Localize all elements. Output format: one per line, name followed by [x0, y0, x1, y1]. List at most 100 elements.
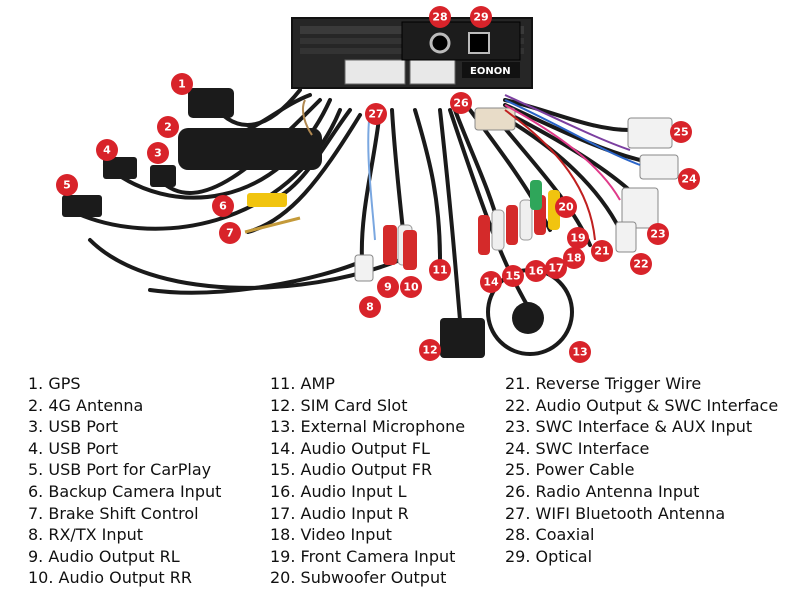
- legend-item: 15. Audio Output FR: [270, 460, 433, 480]
- rxtx-connector: [354, 254, 374, 282]
- badge-22: 22: [630, 253, 652, 275]
- badge-8: 8: [359, 296, 381, 318]
- badge-24: 24: [678, 168, 700, 190]
- svg-text:19: 19: [570, 232, 585, 245]
- badge-29: 29: [470, 6, 492, 28]
- badge-28: 28: [429, 6, 451, 28]
- legend-item: 9. Audio Output RL: [28, 546, 180, 566]
- svg-text:18: 18: [566, 252, 581, 265]
- legend-item: 18. Video Input: [270, 525, 392, 545]
- legend-item: 29. Optical: [505, 546, 593, 566]
- badge-13: 13: [569, 341, 591, 363]
- legend-item: 26. Radio Antenna Input: [505, 481, 700, 501]
- legend-item: 13. External Microphone: [270, 417, 466, 437]
- badge-16: 16: [525, 260, 547, 282]
- legend-item: 8. RX/TX Input: [28, 525, 144, 545]
- legend-item: 20. Subwoofer Output: [270, 568, 447, 588]
- badge-21: 21: [591, 240, 613, 262]
- svg-text:10: 10: [403, 281, 419, 294]
- legend-item: 2. 4G Antenna: [28, 395, 144, 415]
- svg-text:20: 20: [558, 201, 574, 214]
- svg-text:27: 27: [368, 108, 383, 121]
- badge-7: 7: [219, 222, 241, 244]
- front-rca-group: [478, 180, 560, 255]
- legend-item: 3. USB Port: [28, 417, 118, 437]
- svg-text:15: 15: [505, 270, 520, 283]
- svg-text:11: 11: [432, 264, 447, 277]
- legend-item: 16. Audio Input L: [270, 481, 407, 501]
- svg-text:29: 29: [473, 11, 488, 24]
- white-connectors: [474, 107, 679, 253]
- badge-3: 3: [147, 142, 169, 164]
- svg-text:3: 3: [154, 147, 162, 160]
- svg-text:1: 1: [178, 78, 186, 91]
- wiring-diagram: EONON: [56, 6, 700, 363]
- legend-item: 28. Coaxial: [505, 525, 595, 545]
- svg-text:21: 21: [594, 245, 609, 258]
- legend-item: 27. WIFI Bluetooth Antenna: [505, 503, 726, 523]
- legend-item: 24. SWC Interface: [505, 438, 650, 458]
- badge-11: 11: [429, 259, 451, 281]
- brand-logo: EONON: [470, 66, 511, 77]
- svg-text:5: 5: [63, 179, 71, 192]
- legend-item: 10. Audio Output RR: [28, 568, 192, 588]
- svg-text:24: 24: [681, 173, 697, 186]
- svg-text:2: 2: [164, 121, 172, 134]
- badge-15: 15: [502, 265, 524, 287]
- badge-9: 9: [377, 276, 399, 298]
- legend-item: 25. Power Cable: [505, 460, 635, 480]
- legend-item: 14. Audio Output FL: [270, 438, 430, 458]
- legend-column-2: 11. AMP 12. SIM Card Slot 13. External M…: [270, 373, 465, 589]
- brake-wire: [244, 216, 301, 234]
- legend-item: 1. GPS: [28, 374, 81, 393]
- svg-text:28: 28: [432, 11, 447, 24]
- svg-text:9: 9: [384, 281, 392, 294]
- badge-17: 17: [545, 257, 567, 279]
- svg-text:7: 7: [226, 227, 234, 240]
- backup-camera-rca: [247, 193, 287, 207]
- badge-19: 19: [567, 227, 589, 249]
- svg-text:26: 26: [453, 97, 469, 110]
- badge-27: 27: [365, 103, 387, 125]
- svg-text:16: 16: [528, 265, 544, 278]
- svg-text:4: 4: [103, 144, 111, 157]
- legend-column-3: 21. Reverse Trigger Wire 22. Audio Outpu…: [505, 373, 778, 567]
- legend-item: 7. Brake Shift Control: [28, 503, 199, 523]
- legend-item: 6. Backup Camera Input: [28, 481, 222, 501]
- legend-item: 19. Front Camera Input: [270, 546, 456, 566]
- svg-text:13: 13: [572, 346, 587, 359]
- badge-4: 4: [96, 139, 118, 161]
- head-unit: EONON: [291, 17, 533, 89]
- rear-rca-pair: [383, 224, 417, 270]
- badge-26: 26: [450, 92, 472, 114]
- svg-text:8: 8: [366, 301, 374, 314]
- svg-text:23: 23: [650, 228, 665, 241]
- svg-text:6: 6: [219, 200, 227, 213]
- legend-item: 4. USB Port: [28, 438, 118, 458]
- badge-5: 5: [56, 174, 78, 196]
- badge-20: 20: [555, 196, 577, 218]
- 4g-antenna: [178, 128, 322, 170]
- svg-text:12: 12: [422, 344, 437, 357]
- legend-item: 5. USB Port for CarPlay: [28, 460, 212, 480]
- legend-item: 12. SIM Card Slot: [270, 395, 408, 415]
- badge-23: 23: [647, 223, 669, 245]
- legend-item: 22. Audio Output & SWC Interface: [505, 395, 779, 415]
- badge-2: 2: [157, 116, 179, 138]
- legend-column-1: 1. GPS 2. 4G Antenna 3. USB Port 4. USB …: [28, 373, 221, 589]
- badge-10: 10: [400, 276, 422, 298]
- legend-item: 17. Audio Input R: [270, 503, 409, 523]
- usb-connectors: [62, 157, 176, 217]
- legend-item: 23. SWC Interface & AUX Input: [505, 417, 753, 437]
- badge-6: 6: [212, 195, 234, 217]
- badge-25: 25: [670, 121, 692, 143]
- gps-antenna: [188, 88, 234, 118]
- legend-item: 11. AMP: [270, 374, 335, 393]
- svg-text:17: 17: [548, 262, 563, 275]
- legend-item: 21. Reverse Trigger Wire: [505, 374, 702, 393]
- svg-text:25: 25: [673, 126, 688, 139]
- sim-slot-box: [440, 318, 485, 358]
- svg-text:14: 14: [483, 276, 499, 289]
- badge-14: 14: [480, 271, 502, 293]
- badge-18: 18: [563, 247, 585, 269]
